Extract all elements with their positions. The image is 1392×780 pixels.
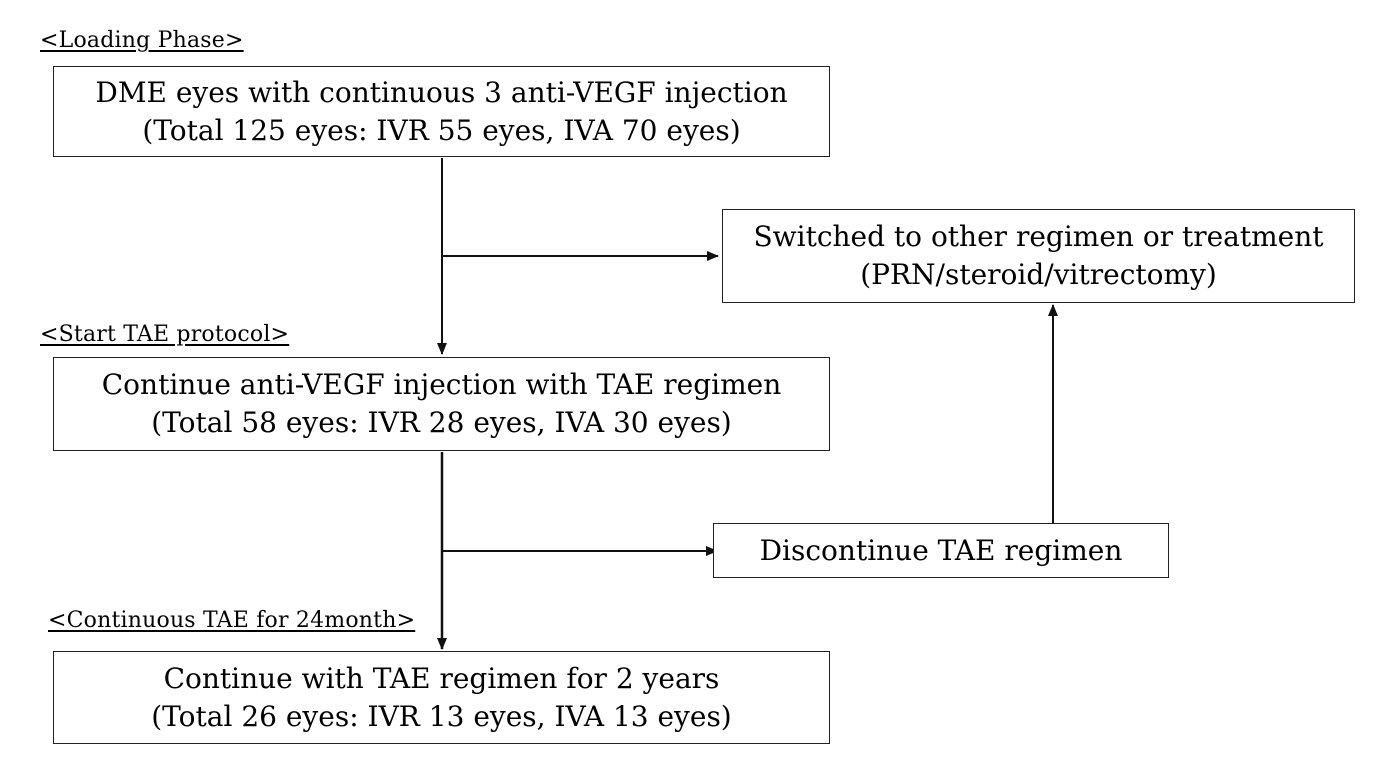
switched-regimen-box-line2: (PRN/steroid/vitrectomy) bbox=[860, 258, 1217, 291]
tae-regimen-box-line1: Continue anti-VEGF injection with TAE re… bbox=[101, 368, 782, 401]
discontinue-tae-box: Discontinue TAE regimen bbox=[713, 523, 1169, 578]
two-year-tae-box-line1: Continue with TAE regimen for 2 years bbox=[163, 661, 720, 695]
phase-label-start-tae: <Start TAE protocol> bbox=[40, 322, 290, 347]
switched-regimen-box-line1: Switched to other regimen or treatment bbox=[753, 220, 1324, 253]
discontinue-tae-box-line1: Discontinue TAE regimen bbox=[759, 533, 1123, 567]
tae-regimen-box: Continue anti-VEGF injection with TAE re… bbox=[53, 357, 830, 451]
loading-phase-box-line2: (Total 125 eyes: IVR 55 eyes, IVA 70 eye… bbox=[142, 113, 741, 147]
phase-label-continuous-tae: <Continuous TAE for 24month> bbox=[48, 608, 416, 633]
loading-phase-box: DME eyes with continuous 3 anti-VEGF inj… bbox=[53, 66, 830, 157]
two-year-tae-box: Continue with TAE regimen for 2 years (T… bbox=[53, 651, 830, 744]
two-year-tae-box-line2: (Total 26 eyes: IVR 13 eyes, IVA 13 eyes… bbox=[151, 699, 732, 733]
switched-regimen-box: Switched to other regimen or treatment (… bbox=[722, 209, 1355, 303]
phase-label-loading: <Loading Phase> bbox=[40, 28, 244, 53]
loading-phase-box-line1: DME eyes with continuous 3 anti-VEGF inj… bbox=[95, 75, 788, 109]
tae-regimen-box-line2: (Total 58 eyes: IVR 28 eyes, IVA 30 eyes… bbox=[151, 406, 732, 439]
